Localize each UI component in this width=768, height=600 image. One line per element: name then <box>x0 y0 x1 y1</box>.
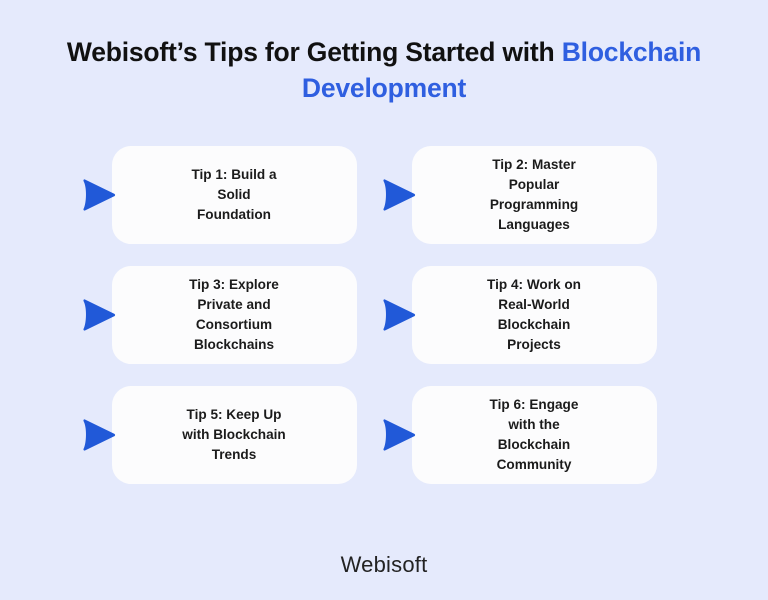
tip-card-label: Tip 2: Master Popular Programming Langua… <box>489 156 579 233</box>
tip-item-6[interactable]: Tip 6: Engage with the Blockchain Commun… <box>382 386 657 485</box>
tip-card[interactable]: Tip 1: Build a Solid Foundation <box>111 146 357 245</box>
tip-card-label: Tip 5: Keep Up with Blockchain Trends <box>182 406 286 463</box>
page-title-lead: Webisoft’s Tips for Getting Started with <box>66 37 562 67</box>
tip-card[interactable]: Tip 3: Explore Private and Consortium Bl… <box>111 266 357 365</box>
tips-grid: Tip 1: Build a Solid Foundation Tip 2: M… <box>0 146 768 485</box>
tip-card-label: Tip 1: Build a Solid Foundation <box>191 166 277 223</box>
tip-card-label: Tip 3: Explore Private and Consortium Bl… <box>189 276 279 353</box>
tip-card[interactable]: Tip 4: Work on Real-World Blockchain Pro… <box>411 266 657 365</box>
arrow-right-icon <box>82 299 116 331</box>
tip-item-2[interactable]: Tip 2: Master Popular Programming Langua… <box>382 146 657 245</box>
arrow-right-icon <box>382 179 416 211</box>
footer: Webisoft <box>0 552 768 600</box>
tip-card[interactable]: Tip 2: Master Popular Programming Langua… <box>411 146 657 245</box>
arrow-right-icon <box>82 179 116 211</box>
tip-item-4[interactable]: Tip 4: Work on Real-World Blockchain Pro… <box>382 266 657 365</box>
tip-item-1[interactable]: Tip 1: Build a Solid Foundation <box>82 146 357 245</box>
brand-wordmark: Webisoft <box>340 552 428 577</box>
tip-card[interactable]: Tip 5: Keep Up with Blockchain Trends <box>111 386 357 485</box>
tip-card-label: Tip 6: Engage with the Blockchain Commun… <box>489 396 579 473</box>
tip-item-3[interactable]: Tip 3: Explore Private and Consortium Bl… <box>82 266 357 365</box>
tip-card-label: Tip 4: Work on Real-World Blockchain Pro… <box>487 276 581 353</box>
arrow-right-icon <box>382 419 416 451</box>
arrow-right-icon <box>382 299 416 331</box>
title-block: Webisoft’s Tips for Getting Started with… <box>0 0 768 106</box>
tip-item-5[interactable]: Tip 5: Keep Up with Blockchain Trends <box>82 386 357 485</box>
tip-card[interactable]: Tip 6: Engage with the Blockchain Commun… <box>411 386 657 485</box>
page-title: Webisoft’s Tips for Getting Started with… <box>22 34 746 106</box>
arrow-right-icon <box>82 419 116 451</box>
page-title-accent: Blockchain Development <box>301 37 702 104</box>
